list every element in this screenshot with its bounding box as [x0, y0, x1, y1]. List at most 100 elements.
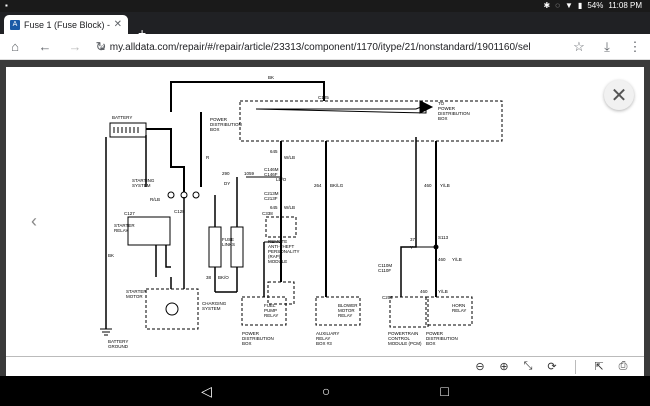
fuse-link-1 [208, 226, 222, 268]
alldata-favicon-icon: A [10, 19, 20, 30]
menu-icon[interactable]: ⋮ [628, 39, 642, 54]
bookmark-star-icon[interactable]: ☆ [573, 39, 585, 54]
fuse-link-2 [230, 226, 244, 268]
label-264: 264 [314, 183, 322, 188]
horn-relay [425, 296, 473, 326]
label-c338: C338 [262, 211, 273, 216]
url-text: my.alldata.com/repair/#/repair/article/2… [109, 41, 531, 53]
label-c202: C202 [382, 295, 393, 300]
label-rlb: R/LB [150, 197, 160, 202]
forward-icon[interactable]: → [68, 39, 82, 54]
open-external-icon[interactable]: ⇱ [594, 361, 604, 373]
browser-tab[interactable]: A Fuse 1 (Fuse Block) - A ✕ [4, 15, 128, 34]
address-bar[interactable]: 🔒︎ my.alldata.com/repair/#/repair/articl… [100, 37, 580, 57]
tab-strip: A Fuse 1 (Fuse Block) - A ✕ + [0, 12, 650, 40]
label-dy: DY [224, 181, 230, 186]
print-icon[interactable]: ⎙ [618, 360, 628, 372]
starter-relay-box [127, 216, 171, 246]
close-viewer-button[interactable]: ✕ [604, 80, 634, 110]
label-wlb: W/LB [284, 155, 295, 160]
label-460b: 460 [438, 257, 446, 262]
label-38: 38 [206, 275, 212, 280]
blower-motor-relay [315, 296, 361, 326]
browser-toolbar: ⌂ ← → ↻ 🔒︎ my.alldata.com/repair/#/repai… [0, 34, 650, 60]
status-bar: ▪ ✱ ◌ ▼ ▮ 54% 11:08 PM [0, 0, 650, 12]
label-645b: 645 [270, 205, 278, 210]
zoom-out-icon[interactable]: ⊖ [475, 361, 485, 373]
wire-r [146, 128, 185, 192]
starter-motor [145, 288, 199, 330]
label-460c: 460 [420, 289, 428, 294]
label-290: 290 [222, 171, 230, 176]
rap-module [267, 281, 295, 305]
label-battery: BATTERY [112, 115, 132, 120]
label-ylb3: Y/LB [438, 289, 448, 294]
android-nav-bar: ◁ ○ □ [0, 376, 650, 406]
label-bklg: BK/LG [330, 183, 344, 188]
mute-icon: ◌ [555, 1, 560, 10]
nav-home-icon[interactable]: ○ [321, 383, 331, 399]
lock-icon: 🔒︎ [100, 41, 105, 52]
bluetooth-icon: ✱ [543, 1, 551, 10]
zoom-in-icon[interactable]: ⊕ [499, 361, 509, 373]
label-bk-top: BK [268, 75, 274, 80]
label-bk2: BK [108, 253, 114, 258]
close-tab-icon[interactable]: ✕ [113, 19, 122, 30]
arrow-icon [419, 100, 434, 114]
rotate-icon[interactable]: ⟳ [547, 361, 557, 373]
label-1059: 1059 [244, 171, 255, 176]
battery-symbol [109, 122, 147, 138]
label-645: 645 [270, 149, 278, 154]
label-wlb2: W/LB [284, 205, 295, 210]
label-c125: C125 [318, 95, 329, 100]
label-37: 37 [410, 237, 416, 242]
label-460: 460 [424, 183, 432, 188]
label-c128: C128 [174, 209, 185, 214]
power-distribution-box [239, 100, 503, 142]
label-ylb2: Y/LB [452, 257, 462, 262]
reload-icon[interactable]: ↻ [95, 38, 107, 54]
download-icon[interactable]: ⤓ [604, 39, 610, 54]
viewer-toolbar: ⊖ ⊕ ⤡ ⟳ ⇱ ⎙ [6, 356, 644, 376]
wifi-icon: ▼ [565, 1, 573, 10]
new-tab-icon[interactable]: + [138, 25, 147, 41]
label-c127: C127 [124, 211, 135, 216]
toolbar-divider [575, 359, 576, 374]
battery-icon: ▮ [577, 1, 583, 10]
home-icon[interactable]: ⌂ [11, 39, 19, 54]
nav-recents-icon[interactable]: □ [440, 383, 449, 399]
previous-page-button[interactable]: ‹ [31, 210, 37, 231]
fit-to-screen-icon[interactable]: ⤡ [523, 360, 533, 372]
clock: 11:08 PM [608, 1, 642, 10]
battery-level: 54% [587, 1, 604, 10]
pcm-module [389, 296, 429, 328]
label-r1: R [206, 155, 210, 160]
label-bko: BK/O [218, 275, 229, 280]
nav-back-icon[interactable]: ◁ [201, 382, 212, 399]
back-icon[interactable]: ← [38, 39, 52, 54]
label-lbo: LB/O [276, 177, 287, 182]
label-s113: S113 [438, 235, 449, 240]
